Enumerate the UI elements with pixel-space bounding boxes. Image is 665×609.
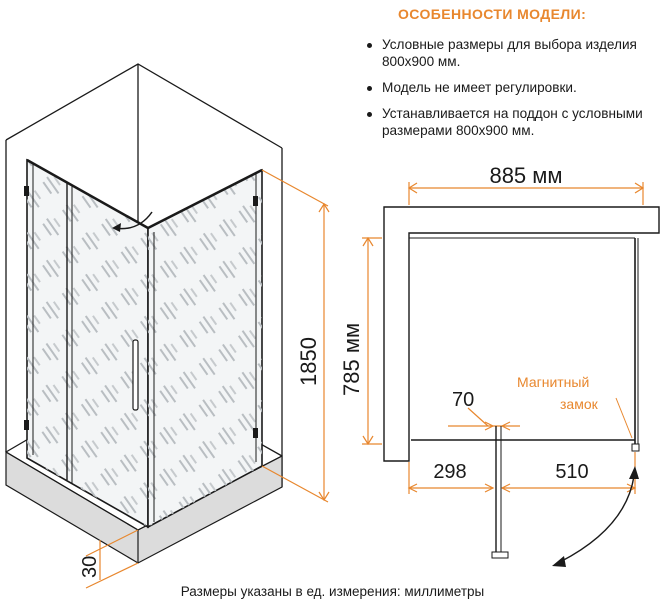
tray-height-dimension (85, 529, 139, 589)
door-gap-dimension (448, 407, 520, 431)
door-gap-value: 70 (452, 389, 474, 411)
units-footer-note: Размеры указаны в ед. измерения: миллиме… (180, 584, 485, 599)
magnetic-lock-leader (615, 397, 633, 439)
door-handle (132, 339, 139, 411)
right-panel-value: 510 (555, 461, 588, 483)
left-panel-value: 298 (433, 461, 466, 483)
feature-item-tray: Устанавливается на поддон с условными ра… (362, 105, 662, 139)
magnetic-lock-label-line2: замок (560, 396, 599, 412)
tray-height-value: 30 (79, 556, 101, 578)
feature-item-adjustment: Модель не имеет регулировки. (362, 79, 662, 96)
depth-value: 785 мм (339, 323, 364, 396)
feature-item-size: Условные размеры для выбора изделия 800х… (362, 36, 662, 70)
magnetic-lock-label-line1: Магнитный (517, 374, 589, 390)
height-dimension (261, 169, 330, 503)
features-title: ОСОБЕННОСТИ МОДЕЛИ: (398, 6, 587, 22)
door-swing (491, 426, 639, 567)
side-glass-panel (26, 158, 263, 529)
plan-walls (383, 206, 660, 462)
panel-width-dimensions (407, 452, 637, 494)
top-width-value: 885 мм (489, 163, 562, 188)
depth-dimension (362, 236, 382, 446)
height-value: 1850 (296, 337, 321, 386)
top-width-dimension (407, 182, 645, 205)
front-glass-panel (24, 158, 149, 529)
magnetic-lock-icon (631, 443, 640, 452)
features-list: Условные размеры для выбора изделия 800х… (362, 36, 662, 148)
